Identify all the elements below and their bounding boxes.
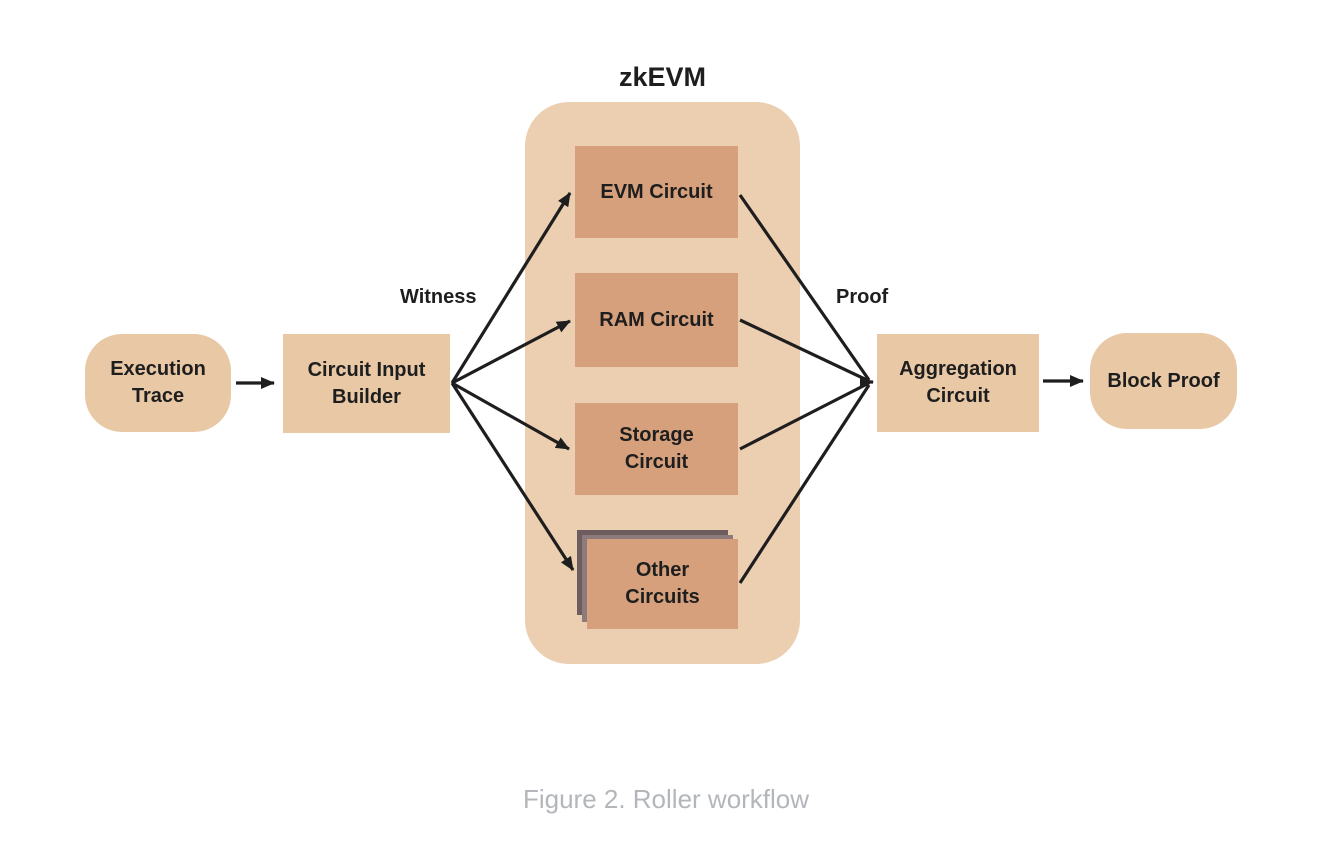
node-execution-trace-label: Execution Trace xyxy=(110,358,206,407)
node-evm-circuit-label: EVM Circuit xyxy=(600,180,713,203)
arrow-builder-to-ram-circuit xyxy=(451,319,571,385)
arrow-other-to-aggregation xyxy=(738,384,871,584)
node-evm-circuit: EVM Circuit xyxy=(575,146,738,238)
node-circuit-input-builder-label: Circuit Input Builder xyxy=(307,358,426,408)
node-storage-circuit-label: Storage Circuit xyxy=(619,424,694,473)
arrow-builder-to-evm-circuit xyxy=(450,192,572,384)
node-circuit-input-builder: Circuit Input Builder xyxy=(283,334,450,433)
figure-caption: Figure 2. Roller workflow xyxy=(522,784,810,814)
edge-label-witness: Witness xyxy=(400,286,477,308)
node-ram-circuit: RAM Circuit xyxy=(575,273,738,367)
edge-label-proof: Proof xyxy=(836,286,889,308)
zkevm-group-title: zkEVM xyxy=(618,62,707,92)
arrow-builder-to-other-circuits xyxy=(450,382,575,571)
node-block-proof-label: Block Proof xyxy=(1107,369,1220,392)
node-other-circuits-label: Other Circuits xyxy=(625,559,700,608)
node-aggregation-circuit-label: Aggregation Circuit xyxy=(899,358,1017,407)
node-execution-trace: Execution Trace xyxy=(85,334,231,432)
node-aggregation-circuit: Aggregation Circuit xyxy=(877,334,1039,432)
arrow-storage-to-aggregation xyxy=(739,381,870,451)
arrow-evm-to-aggregation xyxy=(738,194,871,381)
node-storage-circuit: Storage Circuit xyxy=(575,403,738,495)
arrow-builder-to-storage-circuit xyxy=(451,381,570,451)
node-ram-circuit-label: RAM Circuit xyxy=(599,308,714,331)
node-block-proof: Block Proof xyxy=(1090,333,1237,429)
node-other-circuits: Other Circuits xyxy=(587,539,738,629)
arrow-ram-to-aggregation xyxy=(739,318,870,383)
